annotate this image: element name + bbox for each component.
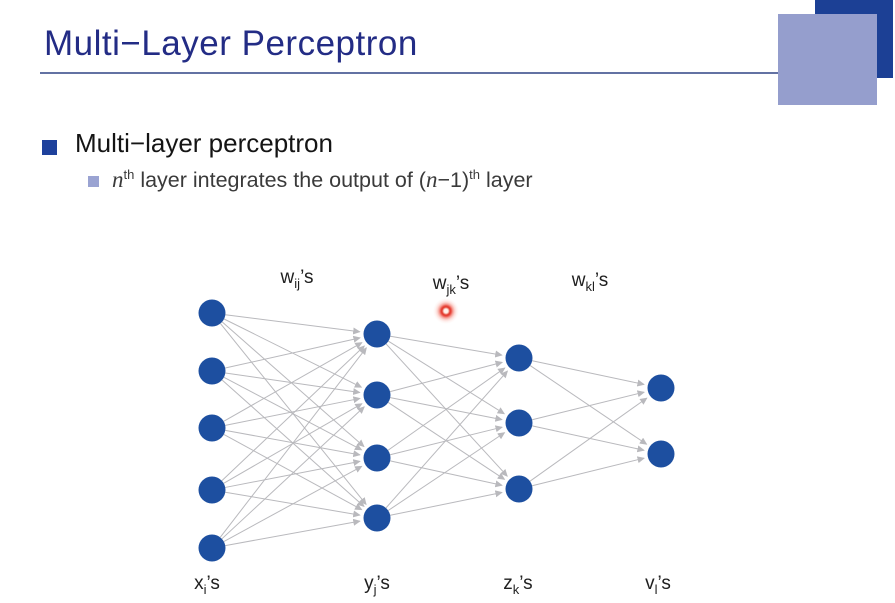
neuron-node-output-layer-v: [647, 440, 675, 468]
neuron-node-output-layer-v: [647, 374, 675, 402]
sub-bullet-square-icon: [88, 176, 99, 187]
neuron-node-hidden-layer-y: [363, 320, 391, 348]
edge-line: [219, 347, 367, 538]
edge-line: [389, 425, 503, 456]
edge-line: [223, 434, 363, 511]
sub-bullet-text: −1): [437, 168, 470, 192]
edge-line: [390, 460, 503, 488]
math-var-n: n: [425, 167, 438, 192]
neuron-node-hidden-layer-z: [505, 344, 533, 372]
layer-label-y: yj’s: [364, 573, 390, 597]
edge-line: [225, 396, 361, 426]
weight-label-wjk: wjk’s: [432, 273, 470, 297]
edge-line: [225, 372, 361, 396]
neuron-node-hidden-layer-z: [505, 409, 533, 437]
edge-line: [390, 490, 503, 516]
edge-line: [387, 367, 506, 451]
weight-label-wij: wij’s: [280, 267, 314, 291]
page-title: Multi−Layer Perceptron: [44, 24, 418, 63]
neuron-node-input-layer-x: [198, 414, 226, 442]
neuron-node-input-layer-x: [198, 534, 226, 562]
edge-line: [531, 390, 645, 421]
neuron-node-hidden-layer-z: [505, 475, 533, 503]
edge-line: [221, 321, 365, 448]
neuron-node-input-layer-x: [198, 357, 226, 385]
edge-line: [532, 425, 645, 453]
edge-line: [531, 456, 645, 487]
sub-bullet-text: layer: [480, 168, 533, 192]
layer-label-x: xi’s: [194, 573, 220, 597]
superscript-th: th: [123, 166, 135, 182]
layer-label-z: zk’s: [503, 573, 533, 597]
superscript-th: th: [469, 166, 480, 182]
edge-line: [387, 432, 506, 511]
bullet-level1-label: Multi−layer perceptron: [75, 128, 333, 158]
edge-line: [532, 360, 645, 387]
edge-line: [221, 345, 366, 482]
neuron-node-hidden-layer-y: [363, 504, 391, 532]
edge-line: [529, 397, 648, 482]
bullet-square-icon: [42, 140, 57, 155]
edge-line: [529, 365, 648, 445]
edge-line: [225, 314, 361, 335]
decor-light-square: [778, 14, 877, 105]
edge-line: [385, 343, 508, 477]
neuron-node-hidden-layer-y: [363, 381, 391, 409]
weight-label-wkl: wkl’s: [571, 270, 609, 294]
edge-line: [223, 465, 363, 542]
title-rule: [40, 72, 780, 74]
neuron-node-input-layer-x: [198, 299, 226, 327]
math-var-n: n: [112, 167, 124, 192]
sub-bullet-text: layer integrates the output of (: [134, 168, 426, 192]
edge-line: [225, 459, 361, 488]
neuron-node-hidden-layer-y: [363, 444, 391, 472]
edge-line: [390, 335, 503, 358]
edge-line: [223, 342, 363, 422]
edge-line: [221, 406, 365, 540]
neuron-node-input-layer-x: [198, 476, 226, 504]
bullet-level2-label: nth layer integrates the output of (n−1)…: [112, 167, 533, 193]
edge-line: [225, 429, 361, 458]
layer-label-v: vl’s: [645, 573, 671, 597]
edge-line: [390, 397, 503, 422]
edge-line: [225, 335, 361, 369]
edge-line: [385, 370, 509, 509]
edge-line: [389, 360, 504, 393]
edge-line: [225, 518, 361, 547]
